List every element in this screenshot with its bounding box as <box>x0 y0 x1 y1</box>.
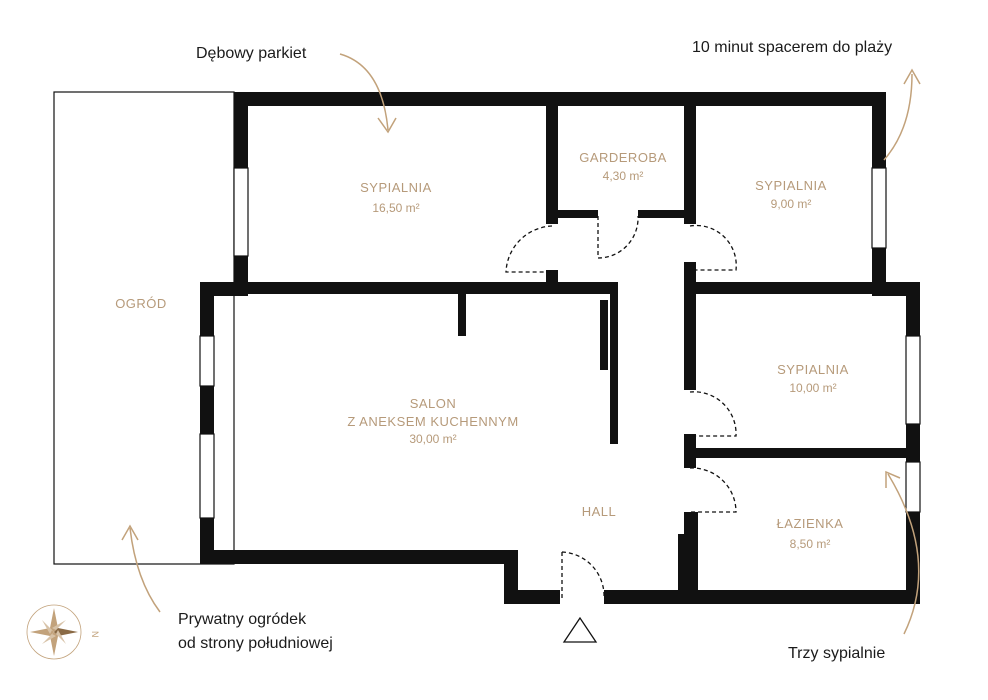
room-living-area: 30,00 m² <box>409 432 456 446</box>
wall-bedroom2-left <box>684 92 696 224</box>
compass-north-label: N <box>90 631 100 638</box>
room-living-name: SALON <box>410 396 457 411</box>
room-bedroom1-area: 16,50 m² <box>372 201 419 215</box>
room-bedroom2-area: 9,00 m² <box>771 197 812 211</box>
entrance-arrow-icon <box>562 616 598 643</box>
room-living-name2: Z ANEKSEM KUCHENNYM <box>347 414 518 429</box>
wall-salon-bottom-step <box>504 550 518 604</box>
wall-salon-stub <box>458 288 466 336</box>
wall-kitchen-partition <box>610 288 618 444</box>
door-bedroom1 <box>505 225 553 273</box>
door-wardrobe <box>597 215 639 259</box>
door-bedroom3 <box>689 391 737 437</box>
arrow-garden <box>121 524 161 613</box>
window-bedroom1 <box>233 167 249 257</box>
wall-salon-bottom <box>200 550 518 564</box>
room-wardrobe-area: 4,30 m² <box>603 169 644 183</box>
room-bedroom2-name: SYPIALNIA <box>755 178 827 193</box>
compass-icon <box>26 604 82 660</box>
wall-bedroom2-bottom <box>684 282 920 294</box>
wall-kitchen-partition-inner <box>600 300 608 370</box>
wall-salon-left <box>200 282 214 564</box>
room-bathroom-name: ŁAZIENKA <box>777 516 844 531</box>
room-hall-name: HALL <box>582 504 617 519</box>
room-garden-name: OGRÓD <box>115 296 167 311</box>
wall-wardrobe-bottom-right <box>638 210 692 218</box>
wall-bottom-right <box>604 590 920 604</box>
door-entrance <box>561 551 605 600</box>
wall-bedroom3-left <box>684 282 696 390</box>
callout-beach: 10 minut spacerem do plaży <box>692 39 892 56</box>
wall-bathroom-left-thick <box>678 534 698 604</box>
callout-garden-line2: od strony południowej <box>178 635 333 652</box>
callout-bedrooms: Trzy sypialnie <box>788 645 885 662</box>
room-bathroom-area: 8,50 m² <box>790 537 831 551</box>
arrow-parquet <box>339 53 397 134</box>
window-bathroom <box>905 461 921 513</box>
wall-bedroom1-right-low <box>546 270 558 294</box>
window-bedroom2 <box>871 167 887 249</box>
room-wardrobe-name: GARDEROBA <box>579 150 667 165</box>
door-bathroom <box>689 467 737 513</box>
callout-garden-line1: Prywatny ogródek <box>178 611 307 628</box>
window-salon-lower <box>199 433 215 519</box>
wall-bedroom3-bottom <box>684 448 920 458</box>
arrow-bedrooms <box>885 470 920 635</box>
window-salon-upper <box>199 335 215 387</box>
room-bedroom3-area: 10,00 m² <box>789 381 836 395</box>
room-bedroom1-name: SYPIALNIA <box>360 180 432 195</box>
wall-bedroom1-right <box>546 92 558 224</box>
room-bedroom3-name: SYPIALNIA <box>777 362 849 377</box>
wall-wardrobe-bottom-left <box>546 210 598 218</box>
garden-area <box>53 91 235 565</box>
door-bedroom2 <box>689 224 737 271</box>
callout-parquet: Dębowy parkiet <box>196 45 307 62</box>
window-bedroom3 <box>905 335 921 425</box>
wall-bedroom1-bottom <box>234 282 618 294</box>
arrow-beach <box>883 68 921 161</box>
wall-top <box>234 92 886 106</box>
